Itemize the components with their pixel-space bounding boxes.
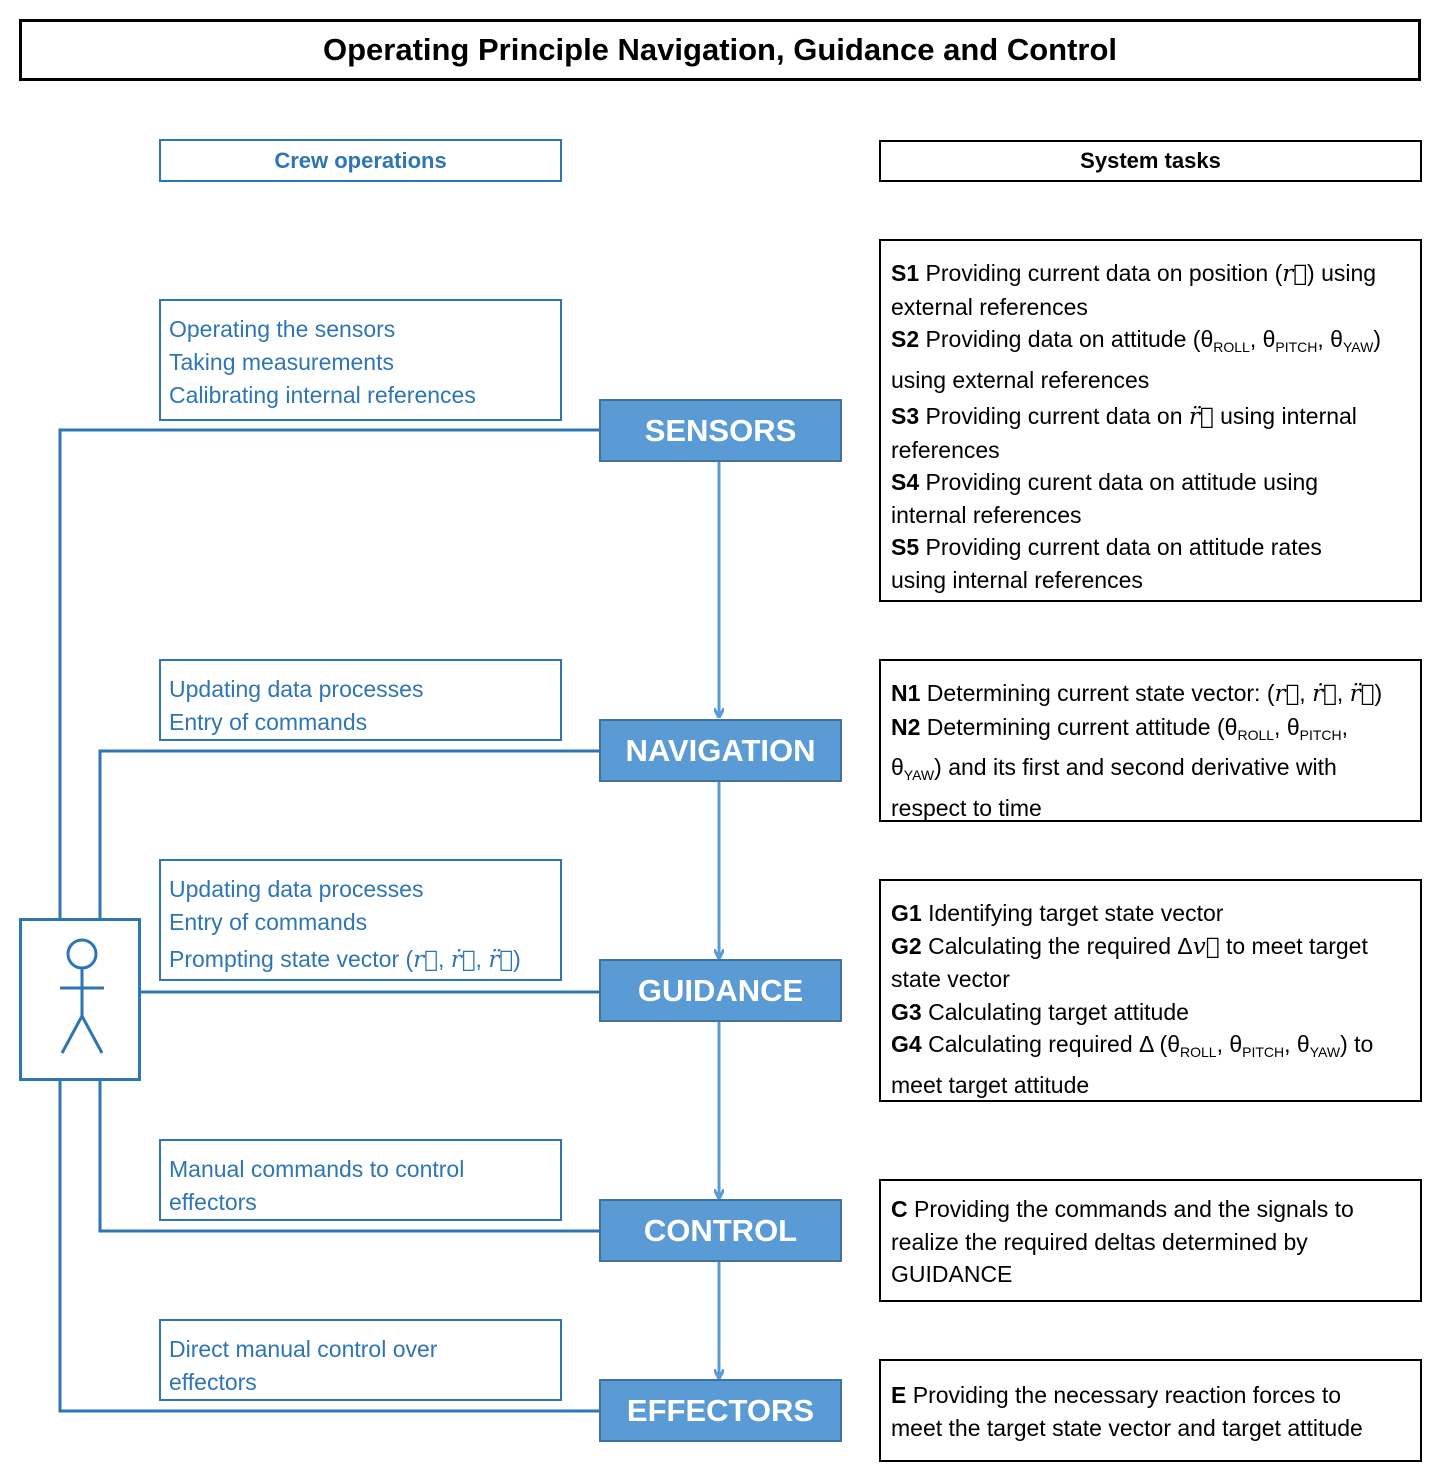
- crew-item: Manual commands to control: [169, 1156, 465, 1182]
- line-crew-sensors: [58, 428, 600, 918]
- crew-member: [19, 918, 141, 1081]
- crew-box-effectors: Direct manual control over effectors: [159, 1319, 562, 1401]
- task-box-sensors: S1 Providing current data on position (r…: [879, 239, 1422, 602]
- task-s1-cont: external references: [891, 293, 1088, 320]
- crew-item: Direct manual control over: [169, 1336, 438, 1362]
- task-n2-cont2: respect to time: [891, 794, 1042, 821]
- task-s2: S2 Providing data on attitude (θROLL, θP…: [891, 326, 1381, 355]
- crew-item: Updating data processes: [169, 876, 424, 902]
- task-n2-cont: θYAW) and its first and second derivativ…: [891, 754, 1337, 783]
- task-s4-cont: internal references: [891, 501, 1082, 528]
- task-g4: G4 Calculating required Δ (θROLL, θPITCH…: [891, 1031, 1374, 1060]
- task-n2: N2 Determining current attitude (θROLL, …: [891, 713, 1348, 743]
- task-g1: G1 Identifying target state vector: [891, 900, 1224, 926]
- crew-operations-header: Crew operations: [159, 139, 562, 182]
- stage-guidance: GUIDANCE: [599, 959, 842, 1022]
- stage-control: CONTROL: [599, 1199, 842, 1262]
- task-n1: N1 Determining current state vector: (r⃗…: [891, 680, 1383, 707]
- crew-box-guidance: Updating data processes Entry of command…: [159, 859, 562, 981]
- task-box-guidance: G1 Identifying target state vector G2 Ca…: [879, 879, 1422, 1102]
- crew-item: Taking measurements: [169, 349, 394, 375]
- task-e: E Providing the necessary reaction force…: [891, 1382, 1342, 1408]
- task-g4-cont: meet target attitude: [891, 1071, 1090, 1098]
- task-s4: S4 Providing curent data on attitude usi…: [891, 469, 1319, 495]
- crew-item: Entry of commands: [169, 709, 368, 735]
- crew-item: effectors: [169, 1369, 257, 1395]
- person-icon: [60, 938, 104, 1054]
- crew-item: effectors: [169, 1189, 257, 1215]
- task-g3: G3 Calculating target attitude: [891, 998, 1189, 1025]
- crew-item: Updating data processes: [169, 676, 424, 702]
- system-tasks-header: System tasks: [879, 140, 1422, 182]
- task-s5-cont: using internal references: [891, 566, 1143, 593]
- task-s2-cont: using external references: [891, 366, 1150, 393]
- crew-item: Operating the sensors: [169, 316, 396, 342]
- task-s1: S1 Providing current data on position (r…: [891, 260, 1377, 287]
- stage-navigation: NAVIGATION: [599, 719, 842, 782]
- crew-box-sensors: Operating the sensors Taking measurement…: [159, 299, 562, 421]
- line-crew-effectors: [58, 1080, 600, 1413]
- task-box-navigation: N1 Determining current state vector: (r⃗…: [879, 659, 1422, 822]
- crew-item: Calibrating internal references: [169, 382, 476, 408]
- diagram-title: Operating Principle Navigation, Guidance…: [19, 19, 1421, 81]
- task-box-effectors: E Providing the necessary reaction force…: [879, 1359, 1422, 1462]
- task-s3: S3 Providing current data on r̈⃗ using i…: [891, 403, 1357, 430]
- task-g2: G2 Calculating the required Δv⃗ to meet …: [891, 932, 1368, 960]
- task-c: C Providing the commands and the signals…: [891, 1196, 1354, 1222]
- task-box-control: C Providing the commands and the signals…: [879, 1179, 1422, 1302]
- crew-box-control: Manual commands to control effectors: [159, 1139, 562, 1221]
- task-s3-cont: references: [891, 436, 1000, 463]
- task-s5: S5 Providing current data on attitude ra…: [891, 534, 1322, 560]
- task-e-cont: meet the target state vector and target …: [891, 1414, 1363, 1441]
- crew-item-state-vector: Prompting state vector (r⃗, ṙ⃗, r̈⃗): [169, 946, 521, 973]
- crew-item: Entry of commands: [169, 909, 368, 935]
- stage-effectors: EFFECTORS: [599, 1379, 842, 1442]
- crew-box-navigation: Updating data processes Entry of command…: [159, 659, 562, 741]
- task-c-cont: realize the required deltas determined b…: [891, 1228, 1308, 1255]
- line-crew-control: [98, 1080, 600, 1233]
- line-crew-navigation: [98, 749, 600, 918]
- stage-sensors: SENSORS: [599, 399, 842, 462]
- task-c-cont2: GUIDANCE: [891, 1261, 1013, 1287]
- task-g2-cont: state vector: [891, 966, 1010, 992]
